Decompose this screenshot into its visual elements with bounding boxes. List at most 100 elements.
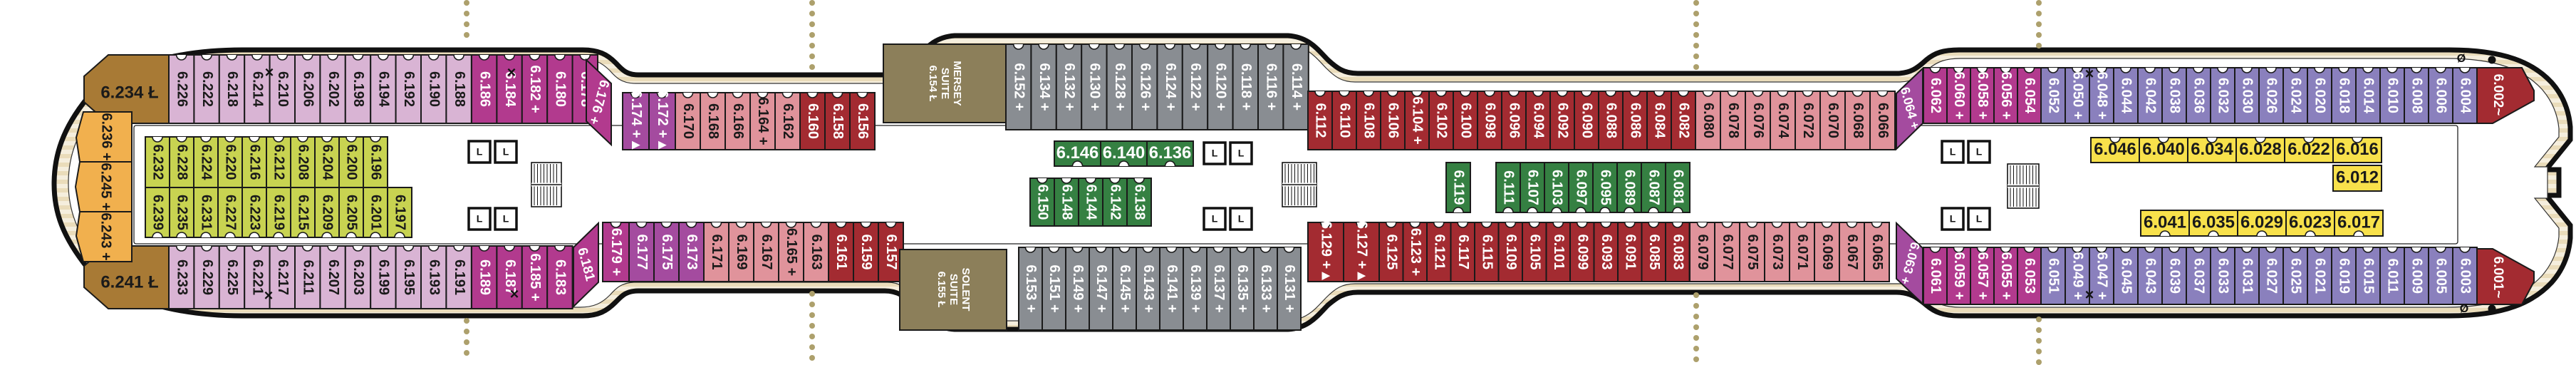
cabin-6.010[interactable]: 6.010 bbox=[2379, 67, 2405, 124]
cabin-6.133[interactable]: 6.133 + bbox=[1253, 247, 1278, 331]
cabin-6.156[interactable]: 6.156 bbox=[849, 92, 876, 150]
cabin-6.060[interactable]: 6.060 + bbox=[1946, 67, 1971, 124]
cabin-6.193[interactable]: 6.193 bbox=[420, 245, 447, 309]
cabin-6.027[interactable]: 6.027 bbox=[2258, 247, 2284, 305]
cabin-6.036[interactable]: 6.036 bbox=[2186, 67, 2211, 124]
cabin-6.001[interactable]: 6.001~ bbox=[2476, 248, 2535, 305]
cabin-6.126[interactable]: 6.126 + bbox=[1131, 43, 1158, 130]
cabin-6.121[interactable]: 6.121 bbox=[1426, 222, 1452, 282]
cabin-6.045[interactable]: 6.045 bbox=[2113, 247, 2139, 305]
cabin-6.018[interactable]: 6.018 bbox=[2331, 67, 2357, 124]
cabin-6.211[interactable]: 6.211 bbox=[294, 245, 321, 309]
cabin-6.009[interactable]: 6.009 bbox=[2404, 247, 2429, 305]
cabin-6.161[interactable]: 6.161 bbox=[828, 222, 854, 282]
cabin-6.145[interactable]: 6.145 + bbox=[1112, 247, 1137, 331]
cabin-6.158[interactable]: 6.158 bbox=[824, 92, 851, 150]
cabin-6.190[interactable]: 6.190 bbox=[420, 54, 447, 124]
cabin-6.197[interactable]: 6.197 bbox=[387, 187, 412, 238]
cabin-6.208[interactable]: 6.208 bbox=[290, 136, 316, 188]
cabin-6.102[interactable]: 6.102 bbox=[1428, 91, 1454, 150]
cabin-6.081[interactable]: 6.081 bbox=[1665, 162, 1690, 213]
cabin-6.021[interactable]: 6.021 bbox=[2307, 247, 2332, 305]
cabin-6.030[interactable]: 6.030 bbox=[2234, 67, 2260, 124]
cabin-6.005[interactable]: 6.005 bbox=[2428, 247, 2453, 305]
cabin-6.062[interactable]: 6.062 bbox=[1923, 67, 1948, 124]
cabin-6.034[interactable]: 6.034 bbox=[2187, 137, 2237, 163]
cabin-6.088[interactable]: 6.088 bbox=[1598, 91, 1624, 150]
cabin-6.224[interactable]: 6.224 bbox=[193, 136, 219, 188]
cabin-6.146[interactable]: 6.146 bbox=[1054, 140, 1101, 167]
cabin-6.095[interactable]: 6.095 bbox=[1592, 162, 1618, 213]
cabin-6.149[interactable]: 6.149 + bbox=[1065, 247, 1090, 331]
cabin-6.114[interactable]: 6.114 + bbox=[1282, 43, 1309, 130]
cabin-6.124[interactable]: 6.124 + bbox=[1156, 43, 1183, 130]
cabin-6.047[interactable]: 6.047 + bbox=[2089, 247, 2114, 305]
cabin-6.185[interactable]: 6.185 + bbox=[521, 245, 549, 309]
cabin-6.008[interactable]: 6.008 bbox=[2404, 67, 2429, 124]
cabin-6.201[interactable]: 6.201 bbox=[363, 187, 388, 238]
cabin-6.209[interactable]: 6.209 bbox=[314, 187, 340, 238]
cabin-6.194[interactable]: 6.194 bbox=[370, 54, 397, 124]
cabin-6.243[interactable]: 6.243 + bbox=[75, 211, 133, 262]
cabin-6.006[interactable]: 6.006 bbox=[2428, 67, 2453, 124]
cabin-6.110[interactable]: 6.110 bbox=[1331, 91, 1357, 150]
cabin-6.059[interactable]: 6.059 + bbox=[1946, 247, 1971, 305]
cabin-6.040[interactable]: 6.040 bbox=[2139, 137, 2188, 163]
cabin-6.168[interactable]: 6.168 bbox=[700, 92, 726, 150]
cabin-6.227[interactable]: 6.227 bbox=[217, 187, 243, 238]
cabin-6.003[interactable]: 6.003 bbox=[2452, 247, 2478, 305]
cabin-6.051[interactable]: 6.051 bbox=[2040, 247, 2066, 305]
cabin-6.108[interactable]: 6.108 bbox=[1356, 91, 1381, 150]
cabin-6.111[interactable]: 6.111 bbox=[1495, 162, 1521, 213]
cabin-6.171[interactable]: 6.171 bbox=[703, 222, 729, 282]
cabin-6.075[interactable]: 6.075 bbox=[1739, 222, 1765, 282]
cabin-6.128[interactable]: 6.128 + bbox=[1106, 43, 1133, 130]
cabin-6.107[interactable]: 6.107 bbox=[1520, 162, 1545, 213]
cabin-6.052[interactable]: 6.052 bbox=[2040, 67, 2066, 124]
cabin-6.148[interactable]: 6.148 bbox=[1054, 178, 1079, 227]
cabin-6.118[interactable]: 6.118 + bbox=[1232, 43, 1259, 130]
cabin-6.202[interactable]: 6.202 bbox=[319, 54, 346, 124]
cabin-6.017[interactable]: 6.017 bbox=[2334, 210, 2384, 237]
cabin-6.200[interactable]: 6.200 bbox=[338, 136, 364, 188]
cabin-6.057[interactable]: 6.057 + bbox=[1970, 247, 1995, 305]
cabin-6.035[interactable]: 6.035 bbox=[2188, 210, 2238, 237]
cabin-6.166[interactable]: 6.166 bbox=[724, 92, 751, 150]
cabin-6.078[interactable]: 6.078 bbox=[1720, 91, 1746, 150]
cabin-6.119[interactable]: 6.119 bbox=[1445, 162, 1471, 213]
cabin-6.235[interactable]: 6.235 bbox=[169, 187, 194, 238]
cabin-6.163[interactable]: 6.163 bbox=[803, 222, 829, 282]
cabin-6.131[interactable]: 6.131 + bbox=[1277, 247, 1302, 331]
cabin-6.159[interactable]: 6.159 bbox=[853, 222, 879, 282]
cabin-6.046[interactable]: 6.046 bbox=[2090, 137, 2140, 163]
cabin-6.174[interactable]: 6.174 +▲ bbox=[622, 90, 650, 153]
cabin-6.236[interactable]: 6.236 + bbox=[75, 111, 133, 163]
cabin-6.140[interactable]: 6.140 bbox=[1100, 140, 1148, 167]
cabin-6.134[interactable]: 6.134 + bbox=[1030, 43, 1057, 130]
cabin-6.029[interactable]: 6.029 bbox=[2237, 210, 2287, 237]
cabin-6.091[interactable]: 6.091 bbox=[1617, 222, 1643, 282]
cabin-6.077[interactable]: 6.077 bbox=[1714, 222, 1740, 282]
cabin-6.138[interactable]: 6.138 bbox=[1126, 178, 1152, 227]
cabin-6.199[interactable]: 6.199 bbox=[370, 245, 397, 309]
cabin-6.061[interactable]: 6.061 bbox=[1923, 247, 1948, 305]
cabin-6.080[interactable]: 6.080 bbox=[1695, 91, 1721, 150]
cabin-6.218[interactable]: 6.218 bbox=[218, 54, 246, 124]
cabin-6.014[interactable]: 6.014 bbox=[2355, 67, 2381, 124]
cabin-6.150[interactable]: 6.150 bbox=[1029, 178, 1055, 227]
cabin-6.136[interactable]: 6.136 bbox=[1146, 140, 1194, 167]
cabin-6.179[interactable]: 6.179 + bbox=[602, 222, 630, 282]
cabin-6.093[interactable]: 6.093 bbox=[1593, 222, 1619, 282]
cabin-6.067[interactable]: 6.067 bbox=[1839, 222, 1865, 282]
cabin-6.064[interactable]: 6.064 + bbox=[1896, 66, 1923, 151]
cabin-6.216[interactable]: 6.216 bbox=[242, 136, 267, 188]
cabin-6.164[interactable]: 6.164 + bbox=[749, 92, 776, 150]
cabin-6.181[interactable]: 6.181 bbox=[573, 221, 599, 309]
cabin-6.069[interactable]: 6.069 bbox=[1814, 222, 1840, 282]
cabin-6.054[interactable]: 6.054 bbox=[2017, 67, 2042, 124]
cabin-6.097[interactable]: 6.097 bbox=[1568, 162, 1594, 213]
cabin-6.188[interactable]: 6.188 bbox=[445, 54, 472, 124]
cabin-6.015[interactable]: 6.015 bbox=[2355, 247, 2381, 305]
cabin-6.002[interactable]: 6.002~ bbox=[2476, 67, 2535, 124]
cabin-6.123[interactable]: 6.123 + bbox=[1402, 222, 1428, 282]
